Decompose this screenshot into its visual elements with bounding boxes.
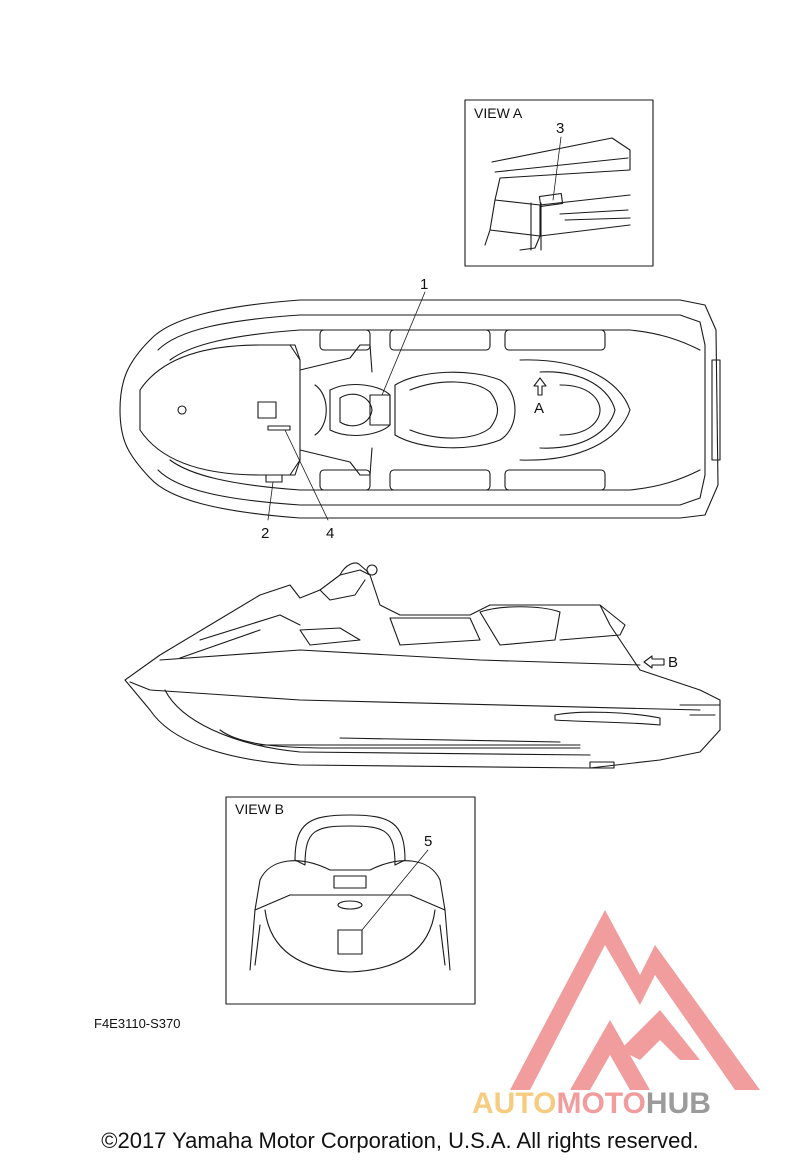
view-b-title: VIEW B [235,801,284,817]
drawing-code: F4E3110-S370 [94,1016,181,1031]
top-view: A 1 2 4 [119,276,721,542]
label-1-marker [369,394,391,426]
top-view-hull [119,299,719,519]
view-a-arrow [533,377,547,396]
callout-3: 3 [556,120,564,137]
view-a-frame [464,99,654,267]
view-b-arrow [643,655,665,669]
callout-1: 1 [420,276,428,293]
side-view: B [124,562,721,769]
watermark-text: AUTOMOTOHUB [472,1087,711,1120]
watermark-hub: HUB [646,1087,711,1120]
watermark-auto: AUTO [472,1087,556,1120]
copyright-notice: ©2017 Yamaha Motor Corporation, U.S.A. A… [101,1128,699,1153]
label-4-marker [267,425,291,431]
watermark-logo: AUTOMOTOHUB [472,910,760,1120]
view-a-title: VIEW A [474,105,523,121]
side-view-arrow-label: B [668,654,678,671]
callout-2: 2 [261,525,269,542]
view-b-inset: VIEW B 5 [225,796,476,1005]
callout-4: 4 [326,525,334,542]
top-view-arrow-label: A [534,400,544,417]
view-b-frame [225,796,476,1005]
side-view-hull [124,569,721,769]
callout-5: 5 [424,833,432,850]
view-a-inset: VIEW A 3 [464,99,654,267]
watermark-moto: MOTO [556,1087,645,1120]
label-5-marker [337,929,363,955]
watermark-logo-mark [510,910,760,1090]
label-2-marker [265,474,283,483]
